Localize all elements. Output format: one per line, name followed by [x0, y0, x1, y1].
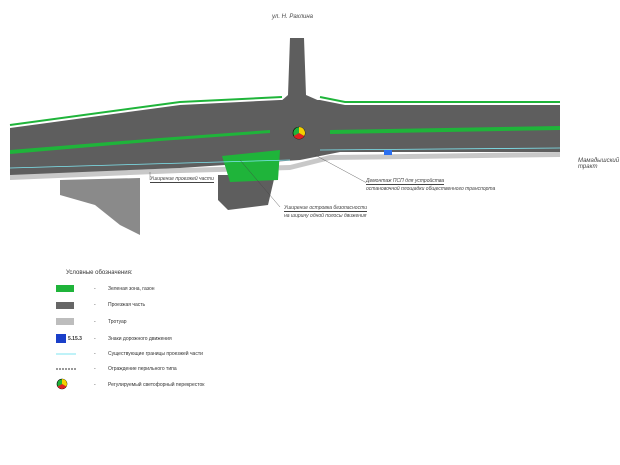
sidewalk-strip — [10, 152, 560, 180]
existing-edge-line — [9, 159, 291, 169]
legend-label: Тротуар — [108, 319, 127, 325]
legend-dash: - — [94, 302, 96, 308]
roadway-main — [10, 100, 560, 175]
legend-sign-icon — [56, 334, 66, 343]
green-island — [222, 150, 280, 182]
roadway-north — [280, 38, 322, 102]
roadway-south-pocket — [218, 175, 275, 210]
green-border-top-right — [319, 96, 560, 103]
note-widening: Уширение проезжей части — [150, 176, 214, 183]
legend-sign-code: 5.15.3 — [68, 336, 82, 342]
leader-line — [239, 159, 281, 208]
leader-line — [314, 154, 366, 183]
legend-label: Проезжая часть — [108, 302, 146, 308]
green-median — [10, 130, 270, 154]
bus-stop-marker — [384, 150, 392, 155]
note-island-1: Уширение островка безопасности — [284, 205, 368, 212]
legend-title: Условные обозначения: — [66, 270, 133, 276]
legend-label: Зеленая зона, газон — [108, 286, 155, 292]
sidewalk-area — [60, 178, 140, 235]
legend-label: Ограждение перильного типа — [108, 366, 177, 372]
legend-dash: - — [94, 351, 96, 357]
street-label-right: Мамадышский тракт — [578, 158, 620, 170]
green-median-right — [330, 126, 560, 134]
legend-label: Регулируемый светофорный перекресток — [108, 382, 205, 388]
existing-edge-line-right — [319, 147, 561, 151]
legend-dash: - — [94, 366, 96, 372]
note-demolish-2: остановочной площадки общественного тран… — [366, 186, 496, 192]
legend-swatch-road — [56, 302, 74, 309]
note-island-2: на ширину одной полосы движения — [284, 213, 367, 219]
legend-dash: - — [94, 336, 96, 342]
street-label-top: ул. Н. Рахлина — [272, 14, 314, 20]
traffic-light-icon — [292, 126, 306, 140]
note-demolish-1: Демонтаж ПСП для устройства — [366, 178, 445, 185]
legend-swatch-green — [56, 285, 74, 292]
green-border-top — [9, 96, 283, 126]
legend-dash: - — [94, 382, 96, 388]
legend-label: Знаки дорожного движения — [108, 336, 172, 342]
legend-dash: - — [94, 319, 96, 325]
legend-label: Существующие границы проезжей части — [108, 351, 203, 357]
legend-swatch-sidewalk — [56, 318, 74, 325]
legend-dash: - — [94, 286, 96, 292]
legend-traffic-light-icon — [56, 378, 68, 390]
